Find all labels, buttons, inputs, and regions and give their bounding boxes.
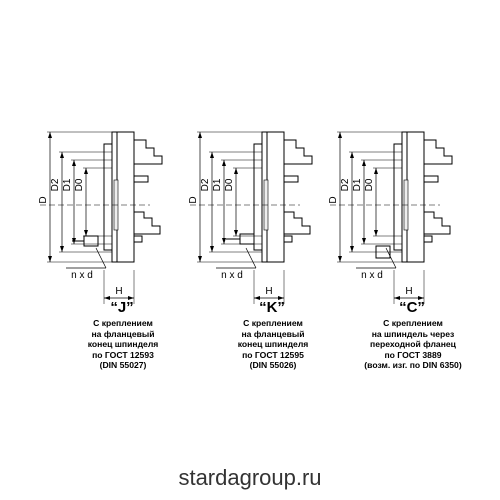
jaw-bottom-base — [283, 235, 293, 243]
dimension-arrowhead — [222, 160, 226, 166]
dimension-arrowhead — [84, 230, 88, 236]
dimension-arrowhead — [72, 160, 76, 166]
dim-D1-label: D1 — [62, 178, 73, 191]
dimension-arrowhead — [198, 132, 202, 138]
caption-line: на фланцевый — [91, 328, 155, 339]
caption-line: (DIN 55027) — [99, 360, 147, 371]
dim-D2-label: D2 — [340, 178, 351, 191]
dimension-arrowhead — [48, 132, 52, 138]
nxd-label: n x d — [221, 270, 243, 281]
dimension-arrowhead — [338, 256, 342, 262]
mounting-flange — [253, 143, 263, 251]
mounting-flange — [393, 143, 403, 251]
jaw-bottom-base — [423, 235, 433, 243]
dim-D0-label: D0 — [224, 178, 235, 191]
nxd-leader-diag — [385, 247, 397, 269]
caption-line: (DIN 55026) — [249, 360, 297, 371]
dimension-arrowhead — [60, 246, 64, 252]
dimension-arrowhead — [350, 246, 354, 252]
dimension-arrowhead — [362, 160, 366, 166]
dim-D-label: D — [38, 196, 49, 203]
caption-line: конец шпинделя — [237, 339, 309, 350]
caption-line: переходной фланец — [370, 339, 456, 350]
jaw-bottom — [133, 211, 161, 235]
nxd-leader-diag — [95, 247, 107, 269]
jaw-top — [423, 139, 453, 165]
dimension-arrowhead — [418, 296, 424, 300]
dim-H-label: H — [115, 286, 122, 297]
dim-H-label: H — [265, 286, 272, 297]
nxd-leader-diag — [245, 247, 257, 269]
caption-line: по ГОСТ 12595 — [242, 349, 304, 360]
dimension-arrowhead — [234, 230, 238, 236]
nxd-label: n x d — [71, 270, 93, 281]
dimension-arrowhead — [210, 152, 214, 158]
dim-D2-label: D2 — [200, 178, 211, 191]
site-url: stardagroup.ru — [178, 465, 322, 490]
jaw-top-base — [423, 175, 439, 183]
dimension-arrowhead — [362, 238, 366, 244]
jaw-bottom-base — [133, 235, 143, 243]
nxd-label: n x d — [361, 270, 383, 281]
dimension-arrowhead — [350, 152, 354, 158]
jaw-top-base — [133, 175, 149, 183]
jaw-bottom — [283, 211, 311, 235]
caption-line: по ГОСТ 3889 — [384, 349, 442, 360]
dim-H-label: H — [405, 286, 412, 297]
dimension-arrowhead — [128, 296, 134, 300]
dimension-arrowhead — [210, 246, 214, 252]
mounting-bolt — [239, 233, 255, 245]
dimension-arrowhead — [60, 152, 64, 158]
dimension-arrowhead — [374, 230, 378, 236]
dim-D0-label: D0 — [364, 178, 375, 191]
dim-D0-label: D0 — [74, 178, 85, 191]
chuck-type-code: “K” — [259, 299, 285, 316]
caption-line: на фланцевый — [241, 328, 305, 339]
caption-line: С креплением — [93, 318, 153, 328]
caption-line: конец шпинделя — [87, 339, 159, 350]
caption-line: по ГОСТ 12593 — [92, 349, 154, 360]
caption-line: на шпиндель через — [371, 328, 455, 339]
dimension-arrowhead — [278, 296, 284, 300]
caption-line: С креплением — [243, 318, 303, 328]
chuck-type-code: “C” — [399, 299, 425, 316]
dim-D-label: D — [188, 196, 199, 203]
dimension-arrowhead — [72, 238, 76, 244]
dimension-arrowhead — [222, 238, 226, 244]
mounting-flange — [103, 143, 113, 251]
dimension-arrowhead — [104, 296, 110, 300]
caption-line: (возм. изг. по DIN 6350) — [364, 360, 462, 371]
dimension-arrowhead — [198, 256, 202, 262]
dimension-arrowhead — [374, 168, 378, 174]
mounting-bolt — [83, 235, 99, 247]
dimension-arrowhead — [254, 296, 260, 300]
dimension-arrowhead — [48, 256, 52, 262]
jaw-top — [283, 139, 313, 165]
dimension-arrowhead — [338, 132, 342, 138]
dim-D2-label: D2 — [50, 178, 61, 191]
dimension-arrowhead — [234, 168, 238, 174]
jaw-top — [133, 139, 163, 165]
jaw-top-base — [283, 175, 299, 183]
chuck-type-code: “J” — [110, 299, 134, 316]
dimension-arrowhead — [84, 168, 88, 174]
dimension-arrowhead — [394, 296, 400, 300]
dim-D1-label: D1 — [212, 178, 223, 191]
dim-D-label: D — [328, 196, 339, 203]
dim-D1-label: D1 — [352, 178, 363, 191]
jaw-bottom — [423, 211, 451, 235]
caption-line: С креплением — [383, 318, 443, 328]
